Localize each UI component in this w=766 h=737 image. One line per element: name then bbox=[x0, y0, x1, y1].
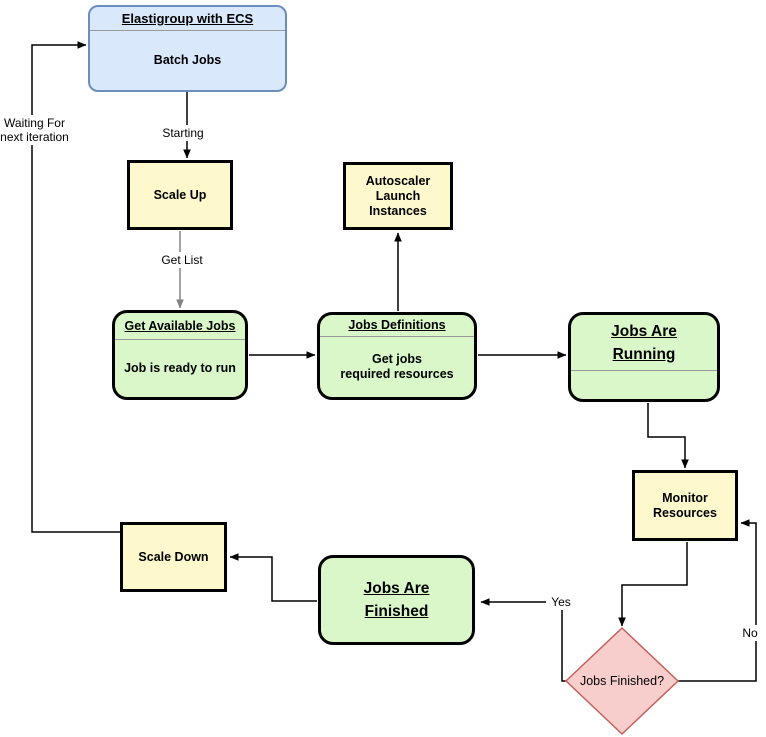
node-jobs-definitions: Jobs Definitions Get jobs required resou… bbox=[317, 312, 477, 400]
edge-running-to-monitor bbox=[647, 403, 689, 469]
edge-yes bbox=[480, 598, 566, 682]
node-body-job-ready: Job is ready to run bbox=[124, 361, 236, 375]
edge-waiting-loop bbox=[31, 41, 120, 533]
node-elastigroup-batch-jobs: Elastigroup with ECS Batch Jobs bbox=[88, 5, 287, 92]
node-body-empty bbox=[571, 371, 717, 399]
node-label-autoscaler: Autoscaler Launch Instances bbox=[365, 173, 431, 218]
decision-label-jobs-finished: Jobs Finished? bbox=[579, 674, 665, 688]
edge-label-starting: Starting bbox=[157, 125, 209, 141]
edge-label-waiting-for-next-iteration: Waiting For next iteration bbox=[0, 115, 77, 145]
node-label-scale-down: Scale Down bbox=[138, 549, 209, 564]
node-scale-down: Scale Down bbox=[120, 522, 227, 592]
edge-label-yes: Yes bbox=[546, 594, 576, 610]
node-body-batch-jobs: Batch Jobs bbox=[153, 53, 222, 67]
node-label-scale-up: Scale Up bbox=[153, 187, 207, 202]
node-autoscaler-launch-instances: Autoscaler Launch Instances bbox=[343, 162, 453, 230]
decision-diamond-shape bbox=[564, 626, 680, 736]
node-monitor-resources: Monitor Resources bbox=[632, 470, 738, 541]
node-title-get-available-jobs: Get Available Jobs bbox=[115, 313, 245, 340]
edge-label-get-list: Get List bbox=[155, 252, 209, 268]
node-jobs-are-running: Jobs Are Running bbox=[568, 312, 720, 402]
node-title-jobs-definitions: Jobs Definitions bbox=[320, 315, 474, 337]
edge-label-no: No bbox=[737, 625, 763, 641]
edge-no-loop bbox=[678, 519, 757, 682]
node-title-jobs-are-finished: Jobs Are Finished bbox=[363, 580, 430, 620]
node-jobs-are-finished: Jobs Are Finished bbox=[318, 555, 475, 645]
edge-monitor-to-decision bbox=[618, 542, 688, 627]
node-title-jobs-are-running: Jobs Are Running bbox=[571, 315, 717, 371]
edge-finished-to-scaledown bbox=[229, 553, 317, 602]
node-body-get-jobs-resources: Get jobs required resources bbox=[340, 352, 454, 381]
node-label-monitor-resources: Monitor Resources bbox=[653, 490, 717, 520]
node-title-elastigroup: Elastigroup with ECS bbox=[90, 7, 285, 31]
node-get-available-jobs: Get Available Jobs Job is ready to run bbox=[112, 310, 248, 400]
node-scale-up: Scale Up bbox=[127, 160, 233, 230]
